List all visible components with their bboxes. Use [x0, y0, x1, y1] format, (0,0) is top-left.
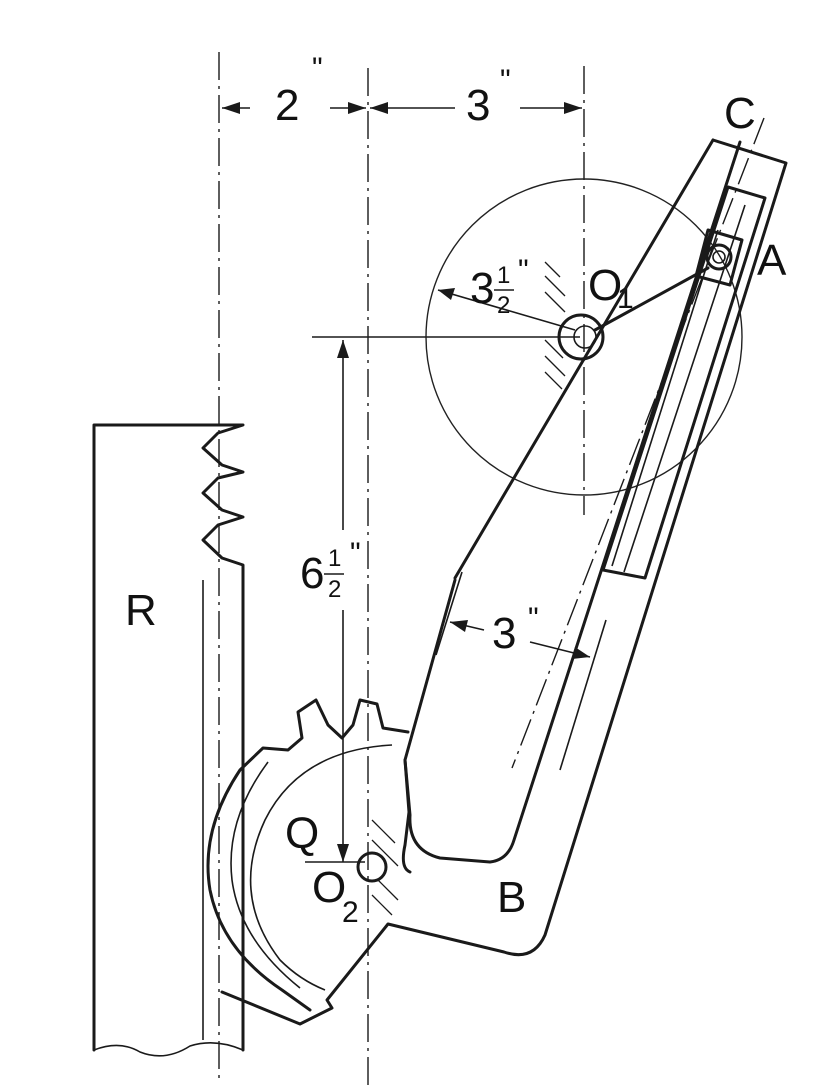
dim-3-top-label: 3 [466, 81, 490, 130]
lever-slot [601, 185, 767, 580]
gear-sector-outline [206, 698, 410, 1012]
dim-radius-num: 1 [497, 262, 510, 289]
crank-arm [593, 266, 710, 332]
pin-a-inner [712, 250, 726, 264]
dim-2-unit: " [312, 52, 323, 85]
o1-fixed-support-hatch [544, 261, 566, 390]
dim-vert-num: 1 [328, 545, 341, 572]
dim-radius-den: 2 [497, 292, 510, 319]
point-q-label: Q [285, 809, 319, 858]
dim-radius-unit: " [518, 254, 529, 287]
lever-right-inner-curve [403, 140, 742, 864]
point-o1-sub: 1 [617, 282, 634, 315]
gear-sector-inner-arc-2 [249, 744, 393, 991]
dim-3-slot-label: 3 [492, 609, 516, 658]
point-o2-sub: 2 [342, 896, 359, 929]
dim-2-label: 2 [275, 81, 299, 130]
o2-pivot-hub [356, 851, 388, 883]
slot-dim-arrow-2 [572, 647, 590, 659]
slot-inner-line-2 [611, 229, 719, 567]
radius-leader [437, 289, 576, 331]
dim-3-top-unit: " [500, 64, 511, 97]
point-c-label: C [724, 89, 756, 138]
slotted-lever-outline [220, 138, 788, 1026]
slot-dim-extension-2 [559, 619, 607, 771]
part-r-label: R [125, 586, 157, 635]
slot-dim-extension-1 [435, 571, 463, 656]
dim-vert-whole: 6 [300, 549, 324, 598]
dim-3-slot-unit: " [528, 602, 539, 635]
point-o2-label: O [312, 863, 346, 912]
vertical-dim-arrow-top [337, 340, 349, 358]
slider-block [694, 228, 744, 287]
dimension-3-inch-top [370, 102, 582, 114]
dimension-2-inch [222, 102, 366, 114]
rack-bottom-break [93, 1042, 244, 1057]
vertical-dim-arrow-bottom [337, 844, 349, 862]
radius-arrowhead [438, 288, 455, 300]
point-a-label: A [757, 236, 787, 285]
lever-center-line [511, 117, 765, 769]
pin-a [705, 243, 733, 271]
o2-fixed-support-hatch [371, 819, 399, 916]
gear-sector-inner-arc-1 [230, 761, 301, 989]
part-b-label: B [497, 873, 526, 922]
rack-r-outline [92, 423, 245, 1052]
lever-inner-edge [453, 138, 715, 580]
slot-dim-arrow-1 [450, 620, 468, 632]
dim-vert-unit: " [350, 537, 361, 570]
dim-vert-den: 2 [328, 576, 341, 603]
dim-radius-whole: 3 [470, 264, 494, 313]
o1-pivot-hub [557, 313, 605, 361]
